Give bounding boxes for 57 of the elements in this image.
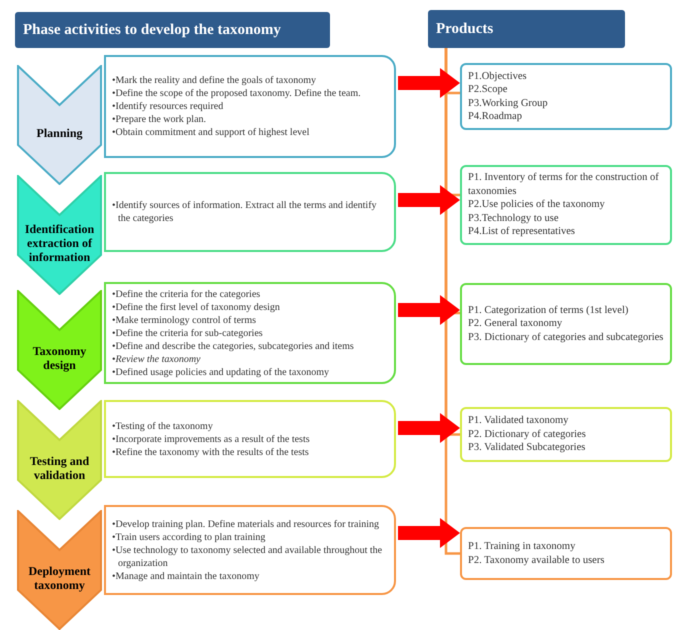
phase-band: Testing and validation [17,400,102,520]
activity-item: •Review the taxonomy [112,352,202,366]
block-arrow [398,413,460,443]
block-arrow [398,295,460,325]
product-item: P1. Validated taxonomy [468,414,570,428]
product-box [460,527,672,580]
product-item: P2. Taxonomy available to users [468,554,606,567]
activity-item: •Define the criteria for the categories [112,288,262,300]
activity-item: •Manage and maintain the taxonomy [112,570,260,582]
phase-band: Taxonomy design [17,290,102,410]
product-item: P4.List of representatives [468,225,576,239]
activity-item: •Define the first level of taxonomy design [112,300,281,314]
activity-box [104,505,396,595]
activity-item: •Testing of the taxonomy [112,420,214,432]
product-item: P1. Training in taxonomy [468,540,576,554]
product-item: P3. Validated Subcategories [468,441,586,455]
product-item: P1. Categorization of terms (1st level) [468,304,630,318]
activity-box [104,282,396,384]
activity-item: •Obtain commitment and support of highest level [112,126,310,139]
product-item: P2. Dictionary of categories [468,428,587,442]
product-item: P3.Working Group [468,96,549,110]
activity-item: •Refine the taxonomy with the results of the tests [112,446,310,458]
activity-item: •Defined usage policies and updating of the taxonomy [112,366,330,378]
phase-band: Identification extraction of information [17,175,102,295]
product-item: P1. Inventory of terms for the construction of taxonomies [468,171,660,198]
activity-item: •Make terminology control of terms [112,314,258,326]
activity-item: •Define the scope of the proposed taxonomy. Define the team. [112,87,362,100]
product-item: P4.Roadmap [468,110,523,124]
product-item: P2. General taxonomy [468,317,564,331]
product-box [460,283,672,365]
product-box [460,407,672,462]
product-box [460,63,672,130]
product-item: P2.Use policies of the taxonomy [468,198,606,212]
block-arrow [398,68,460,98]
title-banner: Phase activities to develop the taxonomy [15,12,330,48]
product-item: P2.Scope [468,83,508,96]
activity-item: •Mark the reality and define the goals of taxonomy [112,74,317,87]
product-item: P3. Dictionary of categories and subcategories [468,330,664,344]
product-item: P1.Objectives [468,70,528,83]
activity-item: •Define the criteria for sub-categories [112,326,264,340]
activity-item: •Identify resources required [112,100,224,113]
activity-item: •Incorporate improvements as a result of the tests [112,432,311,446]
activity-box [104,172,396,252]
activity-item: •Prepare the work plan. [112,113,208,126]
activity-item: •Use technology to taxonomy selected and available throughout the organization [112,544,384,570]
product-item: P3.Technology to use [468,212,560,226]
activity-box [104,400,396,478]
phase-band: Deployment taxonomy [17,510,102,630]
activity-item: •Identify sources of information. Extract all the terms and identify the categories [112,199,378,225]
block-arrow [398,185,460,215]
product-box [460,165,672,245]
activity-box [104,55,396,158]
activity-item: •Train users according to plan training [112,530,266,544]
activity-item: •Develop training plan. Define materials and resources for training [112,518,380,530]
column-header: Products [428,10,625,48]
activity-item: •Define and describe the categories, subcategories and items [112,340,355,352]
phase-band: Planning [17,65,102,185]
